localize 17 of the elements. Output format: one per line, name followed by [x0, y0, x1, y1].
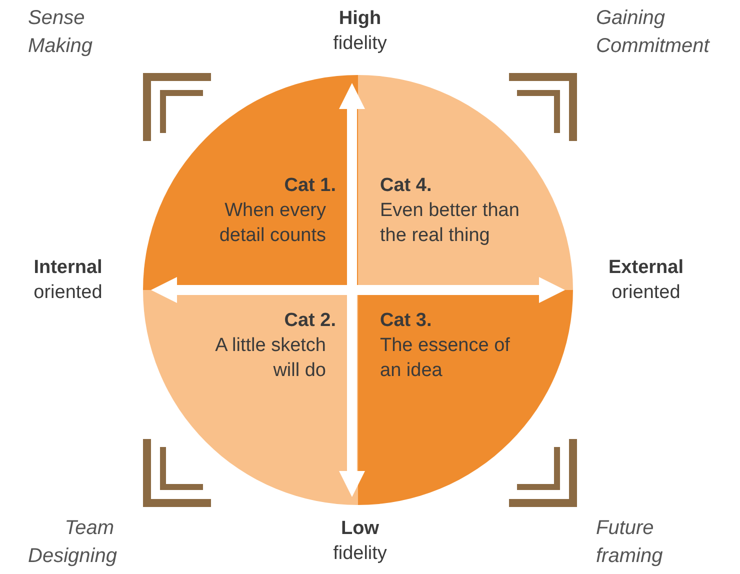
category-description: Even better than the real thing — [380, 199, 520, 248]
corner-label: Future framing — [596, 516, 664, 569]
corner-label: Gaining Commitment — [596, 6, 711, 59]
axis-label: Internal oriented — [18, 255, 118, 305]
axis-arrow — [151, 277, 565, 303]
corner-label: Sense Making — [28, 6, 94, 59]
category-description: A little sketch will do — [214, 334, 326, 383]
category-heading: Cat 1. — [283, 174, 336, 198]
category-description: When every detail counts — [218, 199, 326, 248]
category-description: The essence of an idea — [380, 334, 511, 383]
category-heading: Cat 3. — [380, 309, 433, 333]
axis-arrow — [339, 83, 365, 497]
category-heading: Cat 4. — [380, 174, 433, 198]
axis-label: High fidelity — [310, 6, 410, 56]
axis-label: External oriented — [596, 255, 696, 305]
axis-label: Low fidelity — [320, 516, 400, 566]
category-heading: Cat 2. — [283, 309, 336, 333]
